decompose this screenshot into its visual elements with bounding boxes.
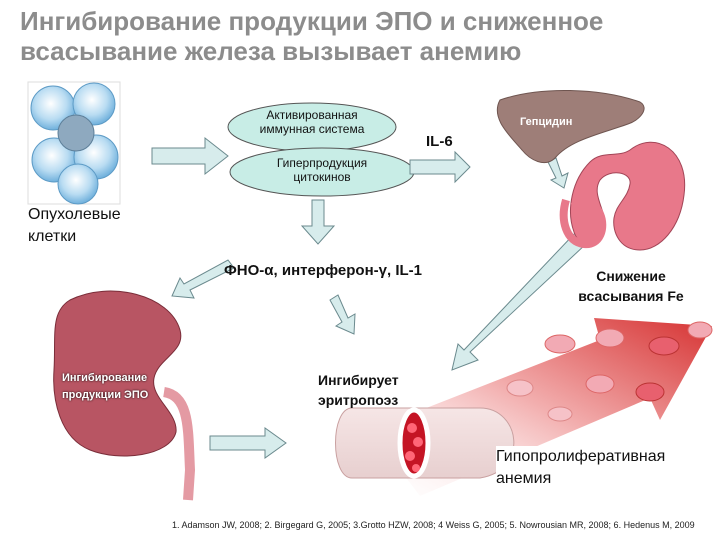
- anemia-label: Гипопролиферативная анемия: [496, 446, 716, 490]
- arrow-il6-to-liver: [409, 150, 471, 184]
- epo-inhibition-label: Ингибирование продукции ЭПО: [62, 372, 149, 401]
- tumor-cells-image: [27, 81, 121, 205]
- arrow-liver-to-gut: [547, 157, 569, 189]
- arrow-tumor-to-immune: [151, 136, 229, 176]
- immune-system-label: Активированная иммунная система: [259, 108, 365, 136]
- arrow-to-erythropoiesis: [329, 294, 356, 335]
- liver-shape: [496, 89, 645, 163]
- arrow-to-kidney: [171, 259, 235, 299]
- page-title: Ингибирование продукции ЭПО и сниженное …: [20, 6, 604, 66]
- arrow-down-cytokines: [300, 199, 336, 245]
- cytokines-list-label: ФНО-α, интерферон-γ, IL-1: [224, 262, 422, 279]
- red-blood-cells: [506, 321, 713, 422]
- cytokine-overproduction-label: Гиперпродукция цитокинов: [276, 156, 368, 184]
- arrow-fe-to-vessel: [451, 231, 587, 371]
- intestine-loop: [559, 196, 607, 249]
- kidney-shape: [53, 290, 182, 457]
- erythropoiesis-label: Ингибирует эритропоэз: [318, 372, 399, 408]
- fe-absorption-label: Снижение всасывания Fe: [578, 268, 684, 304]
- hepcidin-label: Гепцидин: [520, 116, 573, 128]
- vessel-blood-cells: [405, 423, 423, 472]
- kidney-ureter: [162, 387, 196, 501]
- il6-label: IL-6: [426, 133, 453, 150]
- references: 1. Adamson JW, 2008; 2. Birgegard G, 200…: [172, 520, 695, 530]
- stomach-shape: [570, 141, 686, 251]
- tumor-cells-label: Опухолевые клетки: [28, 206, 121, 245]
- arrow-kidney-to-vessel: [209, 427, 287, 459]
